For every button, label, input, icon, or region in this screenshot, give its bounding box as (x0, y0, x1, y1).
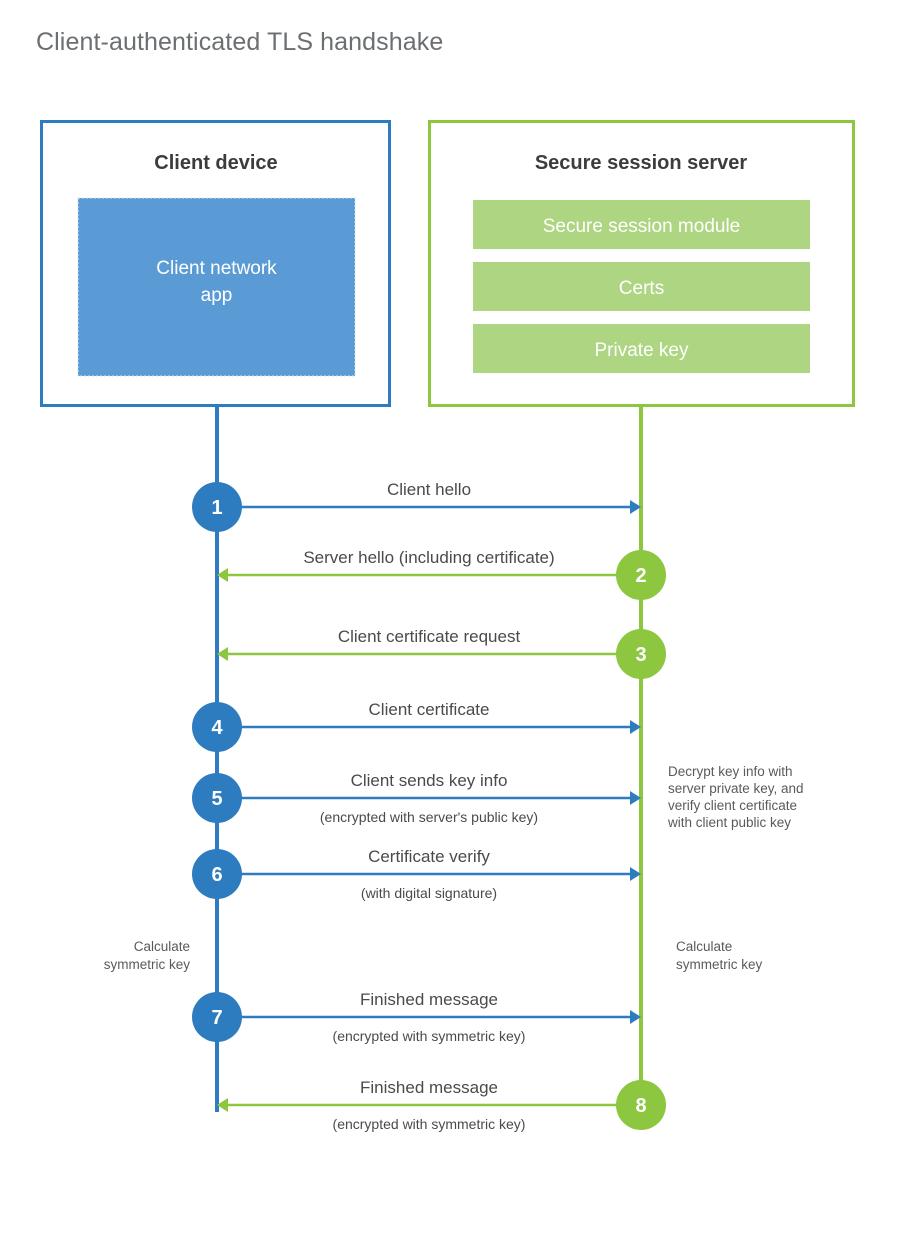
step-number-4: 4 (211, 717, 223, 739)
message-step-7: 7 Finished message (encrypted with symmetr… (192, 990, 641, 1044)
step-label-1: Client hello (387, 480, 471, 499)
private-key-label: Private key (595, 340, 689, 361)
arrow-head-8 (217, 1098, 228, 1112)
client-calculate-line-2: symmetric key (104, 957, 191, 972)
server-decrypt-line-1: Decrypt key info with (668, 764, 793, 779)
message-step-1: 1 Client hello (192, 480, 641, 532)
step-circle-8[interactable] (616, 1080, 666, 1130)
message-step-8: 8 Finished message (encrypted with symmetr… (217, 1078, 666, 1132)
arrow-head-2 (217, 568, 228, 582)
message-step-4: 4 Client certificate (192, 700, 641, 752)
secure-session-module-label: Secure session module (543, 216, 741, 237)
arrow-head-7 (630, 1010, 641, 1024)
step-label-2: Server hello (including certificate) (303, 548, 554, 567)
arrow-head-3 (217, 647, 228, 661)
secure-session-module-box (473, 200, 810, 249)
server-calculate-line-1: Calculate (676, 939, 732, 954)
step-label-4: Client certificate (369, 700, 490, 719)
message-step-6: 6 Certificate verify (with digital signatu… (192, 847, 641, 901)
server-decrypt-line-2: server private key, and (668, 781, 804, 796)
step-circle-6[interactable] (192, 849, 242, 899)
secure-session-server-title: Secure session server (535, 152, 748, 174)
message-step-2: 2 Server hello (including certificate) (217, 548, 666, 600)
client-calculate-annotation: Calculate symmetric key (104, 939, 191, 972)
step-sublabel-8: (encrypted with symmetric key) (333, 1116, 526, 1132)
step-sublabel-5: (encrypted with server's public key) (320, 809, 538, 825)
step-label-6: Certificate verify (368, 847, 490, 866)
step-sublabel-7: (encrypted with symmetric key) (333, 1028, 526, 1044)
step-number-8: 8 (635, 1095, 646, 1117)
step-label-7: Finished message (360, 990, 498, 1009)
client-network-app-label-line2: app (201, 285, 233, 306)
page-title: Client-authenticated TLS handshake (36, 28, 444, 56)
server-decrypt-annotation: Decrypt key info with server private key… (667, 764, 804, 830)
step-label-5: Client sends key info (351, 771, 508, 790)
secure-session-server-node: Secure session server Secure session mod… (428, 120, 855, 407)
message-step-3: 3 Client certificate request (217, 627, 666, 679)
arrow-head-1 (630, 500, 641, 514)
step-circle-2[interactable] (616, 550, 666, 600)
step-sublabel-6: (with digital signature) (361, 885, 497, 901)
arrow-head-4 (630, 720, 641, 734)
certs-label: Certs (619, 278, 664, 299)
step-label-3: Client certificate request (338, 627, 521, 646)
step-circle-4[interactable] (192, 702, 242, 752)
client-network-app-label-line1: Client network (156, 258, 277, 279)
step-circle-3[interactable] (616, 629, 666, 679)
step-circle-7[interactable] (192, 992, 242, 1042)
message-arrows-layer: 1 Client hello 2 Server hello (including ce… (192, 480, 666, 1132)
arrow-head-5 (630, 791, 641, 805)
step-number-5: 5 (211, 788, 222, 810)
certs-box (473, 262, 810, 311)
step-circle-1[interactable] (192, 482, 242, 532)
step-number-2: 2 (635, 565, 646, 587)
step-number-7: 7 (211, 1007, 222, 1029)
server-decrypt-line-4: with client public key (667, 815, 791, 830)
server-calculate-line-2: symmetric key (676, 957, 763, 972)
step-circle-5[interactable] (192, 773, 242, 823)
private-key-box (473, 324, 810, 373)
server-decrypt-line-3: verify client certificate (668, 798, 797, 813)
server-calculate-annotation: Calculate symmetric key (676, 939, 763, 972)
arrow-head-6 (630, 867, 641, 881)
client-calculate-line-1: Calculate (134, 939, 190, 954)
message-step-5: 5 Client sends key info (encrypted with se… (192, 771, 641, 825)
step-label-8: Finished message (360, 1078, 498, 1097)
step-number-6: 6 (211, 864, 222, 886)
step-number-3: 3 (635, 644, 646, 666)
step-number-1: 1 (211, 497, 222, 519)
client-network-app-box (77, 197, 356, 377)
client-device-title: Client device (154, 152, 277, 174)
client-device-node: Client device Client network app (40, 120, 391, 407)
